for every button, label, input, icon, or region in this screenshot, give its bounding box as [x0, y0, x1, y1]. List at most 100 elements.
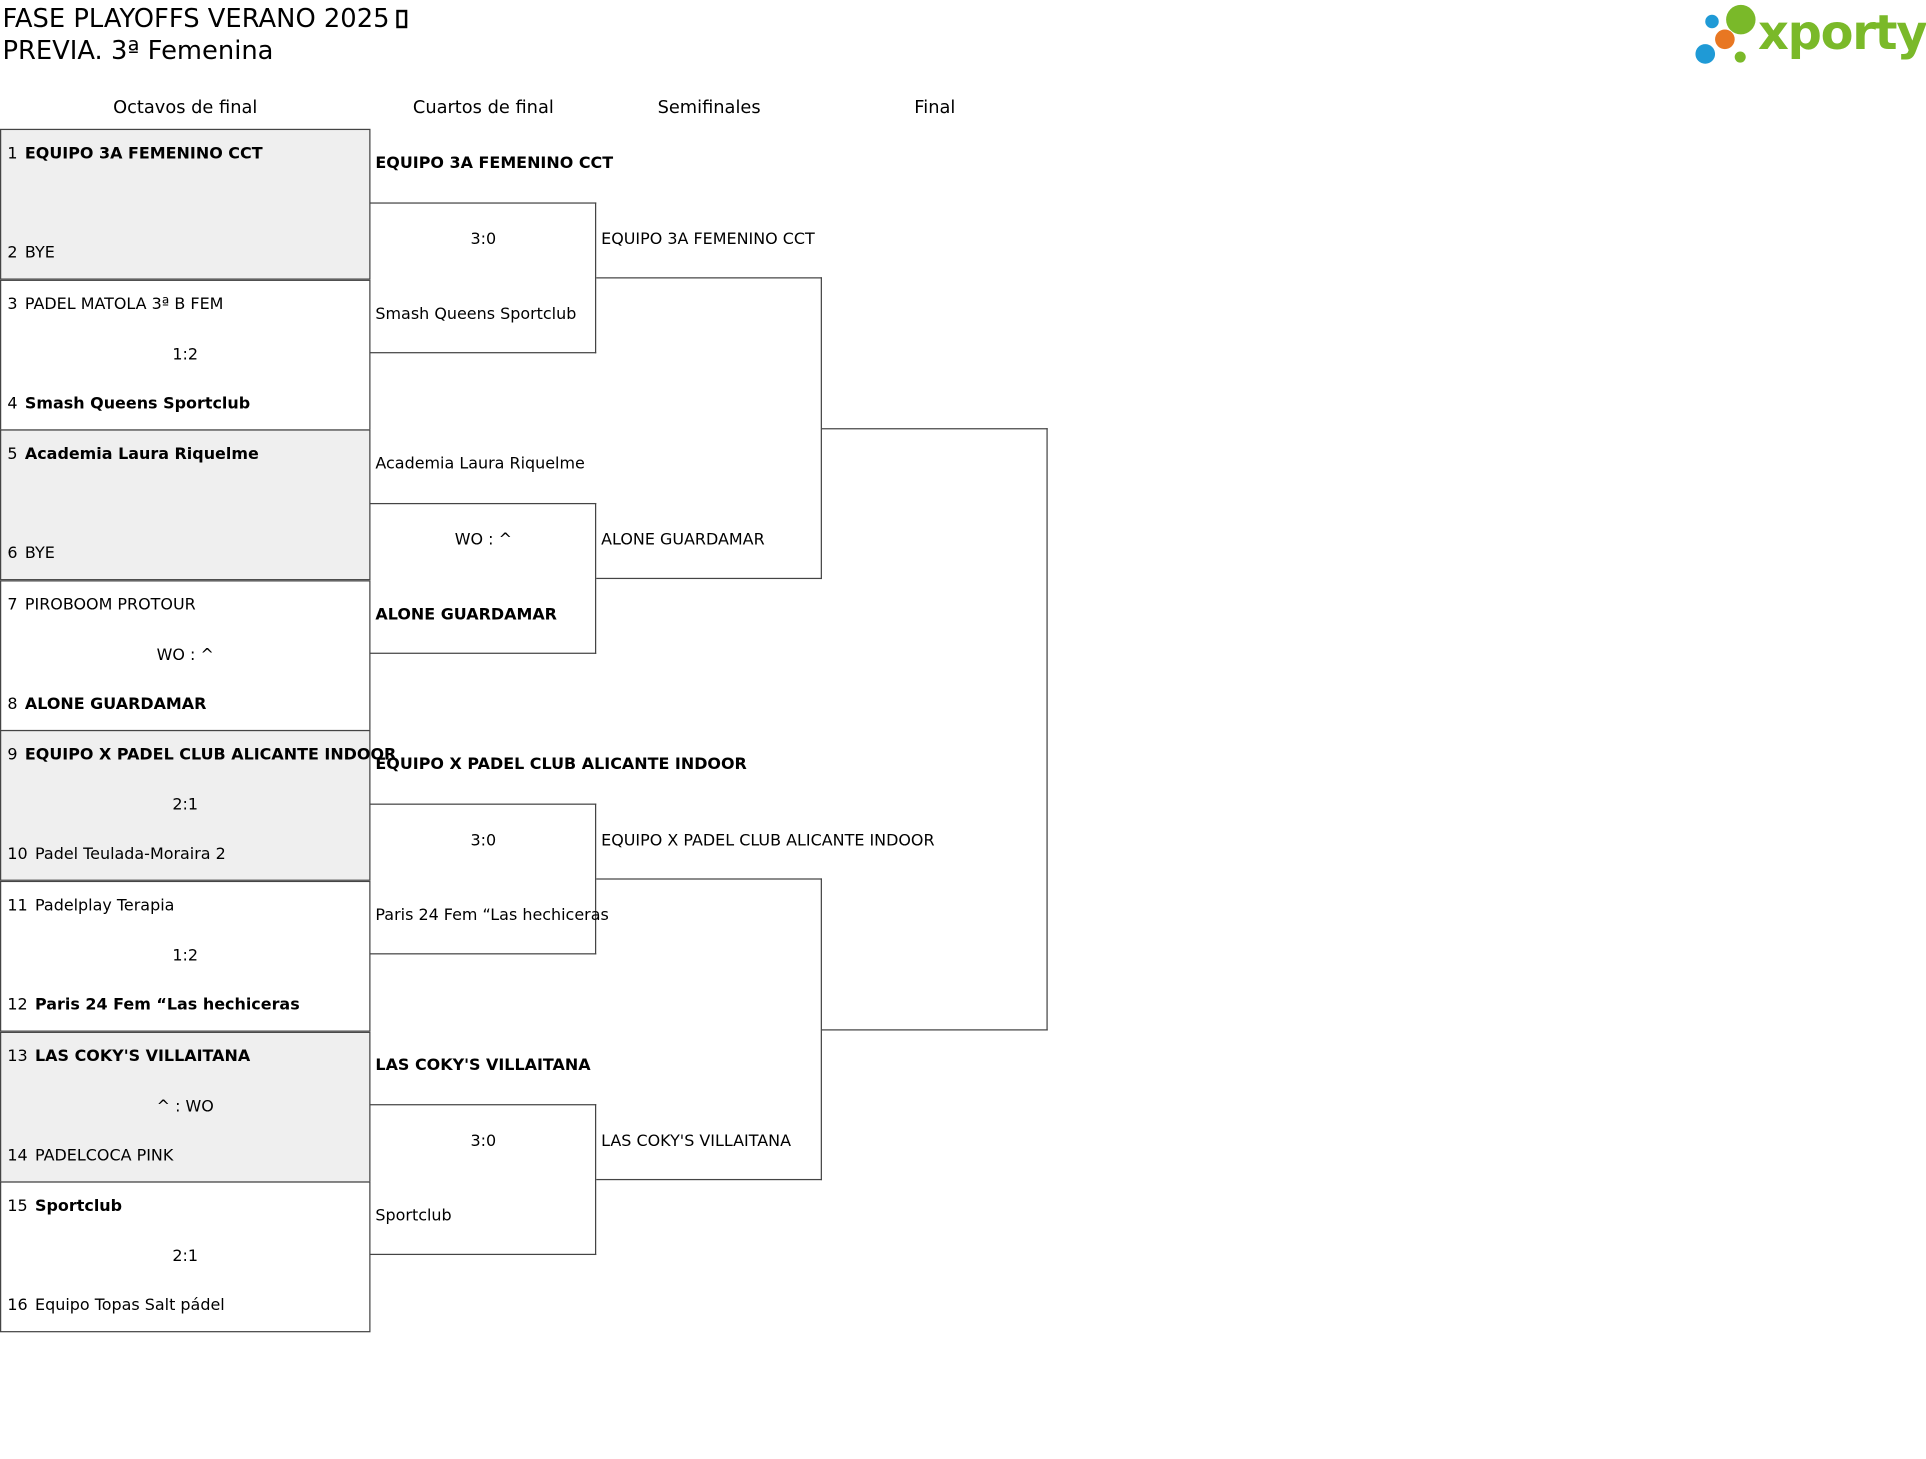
match-score: 1:2 — [172, 947, 199, 966]
team-entry[interactable]: 13 LAS COKY'S VILLAITANA — [7, 1044, 364, 1071]
seed-number: 1 — [7, 144, 18, 164]
logo-wordmark: xporty — [1758, 6, 1926, 62]
sf-team-b[interactable]: ALONE GUARDAMAR — [601, 531, 765, 550]
seed-number: 7 — [7, 595, 18, 615]
round-header-octavos: Octavos de final — [113, 98, 258, 118]
match-score — [1, 492, 369, 519]
team-name: PIROBOOM PROTOUR — [24, 595, 196, 615]
team-name: PADELCOCA PINK — [35, 1146, 174, 1165]
team-entry[interactable]: 3 PADEL MATOLA 3ª B FEM — [7, 291, 364, 318]
page-subtitle: PREVIA. 3ª Femenina — [2, 35, 274, 66]
team-name: Padel Teulada-Moraira 2 — [35, 845, 226, 865]
team-entry[interactable]: 15 Sportclub — [7, 1194, 364, 1221]
logo-dot-green-small — [1734, 51, 1746, 63]
match-score: WO : ^ — [156, 646, 214, 665]
qf-team-b[interactable]: Paris 24 Fem “Las hechiceras — [375, 906, 609, 926]
qf-team-b[interactable]: Sportclub — [375, 1207, 452, 1226]
qf-connector — [370, 1104, 597, 1256]
seed-number: 14 — [7, 1146, 28, 1165]
match-card[interactable]: 5 Academia Laura Riquelme 6 BYE — [0, 429, 371, 581]
seed-number: 13 — [7, 1047, 28, 1066]
logo-dot-orange — [1715, 29, 1735, 50]
round-header-final: Final — [914, 98, 956, 118]
round-header-semifinales: Semifinales — [657, 98, 761, 118]
qf-team-b[interactable]: Smash Queens Sportclub — [375, 305, 577, 324]
sf-connector — [596, 878, 822, 1181]
seed-number: 2 — [7, 244, 18, 263]
match-score: 2:1 — [172, 1247, 199, 1267]
team-entry[interactable]: 1 EQUIPO 3A FEMENINO CCT — [7, 141, 364, 168]
team-entry[interactable]: 2 BYE — [7, 240, 364, 267]
team-name: Equipo Topas Salt pádel — [35, 1296, 225, 1316]
seed-number: 10 — [7, 845, 28, 865]
match-score: 1:2 — [172, 345, 199, 364]
qf-score: 3:0 — [470, 831, 497, 851]
seed-number: 11 — [7, 896, 28, 916]
team-name: Sportclub — [35, 1197, 123, 1216]
qf-score: 3:0 — [470, 230, 497, 250]
match-card[interactable]: 15 Sportclub 2:1 16 Equipo Topas Salt pádel — [0, 1181, 371, 1333]
team-name: Padelplay Terapia — [35, 896, 175, 916]
final-connector — [821, 428, 1048, 1031]
qf-team-a[interactable]: Academia Laura Riquelme — [375, 455, 585, 474]
team-name: BYE — [24, 544, 55, 564]
match-score — [1, 191, 369, 218]
match-card[interactable]: 13 LAS COKY'S VILLAITANA ^ : WO 14 PADELCOCA… — [0, 1031, 371, 1183]
seed-number: 3 — [7, 295, 18, 314]
team-name: Academia Laura Riquelme — [24, 445, 259, 464]
qf-team-b[interactable]: ALONE GUARDAMAR — [375, 606, 557, 625]
qf-team-a[interactable]: EQUIPO X PADEL CLUB ALICANTE INDOOR — [375, 755, 747, 775]
qf-connector — [370, 502, 597, 654]
match-score: ^ : WO — [156, 1097, 214, 1116]
sf-team-b[interactable]: LAS COKY'S VILLAITANA — [601, 1132, 792, 1151]
team-entry[interactable]: 11 Padelplay Terapia — [7, 893, 364, 920]
seed-number: 5 — [7, 445, 18, 464]
team-name: LAS COKY'S VILLAITANA — [35, 1047, 251, 1066]
seed-number: 6 — [7, 544, 18, 564]
seed-number: 8 — [7, 695, 18, 714]
match-score: 2:1 — [172, 796, 199, 816]
match-card[interactable]: 9 EQUIPO X PADEL CLUB ALICANTE INDOOR 2:1 1… — [0, 730, 396, 882]
team-entry[interactable]: 5 Academia Laura Riquelme — [7, 442, 364, 469]
missing-glyph-icon — [396, 9, 408, 29]
seed-number: 4 — [7, 394, 18, 413]
qf-connector — [370, 803, 597, 955]
team-entry[interactable]: 8 ALONE GUARDAMAR — [7, 692, 364, 719]
page-title: FASE PLAYOFFS VERANO 2025 — [2, 2, 408, 34]
logo-dot-green-large — [1726, 4, 1756, 35]
team-entry[interactable]: 16 Equipo Topas Salt pádel — [7, 1293, 364, 1320]
logo-dot-blue-small — [1705, 14, 1719, 29]
team-name: EQUIPO X PADEL CLUB ALICANTE INDOOR — [24, 746, 397, 765]
team-entry[interactable]: 14 PADELCOCA PINK — [7, 1143, 364, 1170]
seed-number: 15 — [7, 1197, 28, 1216]
team-name: EQUIPO 3A FEMENINO CCT — [24, 144, 263, 164]
xporty-logo[interactable]: xporty — [1693, 4, 1926, 69]
sf-team-a[interactable]: EQUIPO X PADEL CLUB ALICANTE INDOOR — [601, 831, 935, 851]
seed-number: 16 — [7, 1296, 28, 1316]
qf-team-a[interactable]: EQUIPO 3A FEMENINO CCT — [375, 154, 614, 173]
team-entry[interactable]: 7 PIROBOOM PROTOUR — [7, 592, 364, 619]
qf-score: WO : ^ — [454, 531, 512, 550]
seed-number: 12 — [7, 996, 28, 1015]
team-name: BYE — [24, 244, 55, 263]
logo-dot-blue-large — [1695, 44, 1716, 64]
team-name: PADEL MATOLA 3ª B FEM — [24, 295, 224, 314]
qf-connector — [370, 202, 597, 354]
team-entry[interactable]: 10 Padel Teulada-Moraira 2 — [7, 842, 364, 869]
team-entry[interactable]: 6 BYE — [7, 541, 364, 568]
sf-team-a[interactable]: EQUIPO 3A FEMENINO CCT — [601, 230, 815, 250]
match-card[interactable]: 7 PIROBOOM PROTOUR WO : ^ 8 ALONE GUARDAMAR — [0, 580, 371, 731]
match-card[interactable]: 1 EQUIPO 3A FEMENINO CCT 2 BYE — [0, 128, 371, 280]
seed-number: 9 — [7, 746, 18, 765]
team-name: ALONE GUARDAMAR — [24, 695, 207, 714]
team-entry[interactable]: 9 EQUIPO X PADEL CLUB ALICANTE INDOOR — [7, 743, 396, 770]
sf-connector — [596, 277, 822, 580]
qf-score: 3:0 — [470, 1132, 497, 1151]
round-header-cuartos: Cuartos de final — [412, 98, 554, 118]
qf-team-a[interactable]: LAS COKY'S VILLAITANA — [375, 1056, 591, 1075]
